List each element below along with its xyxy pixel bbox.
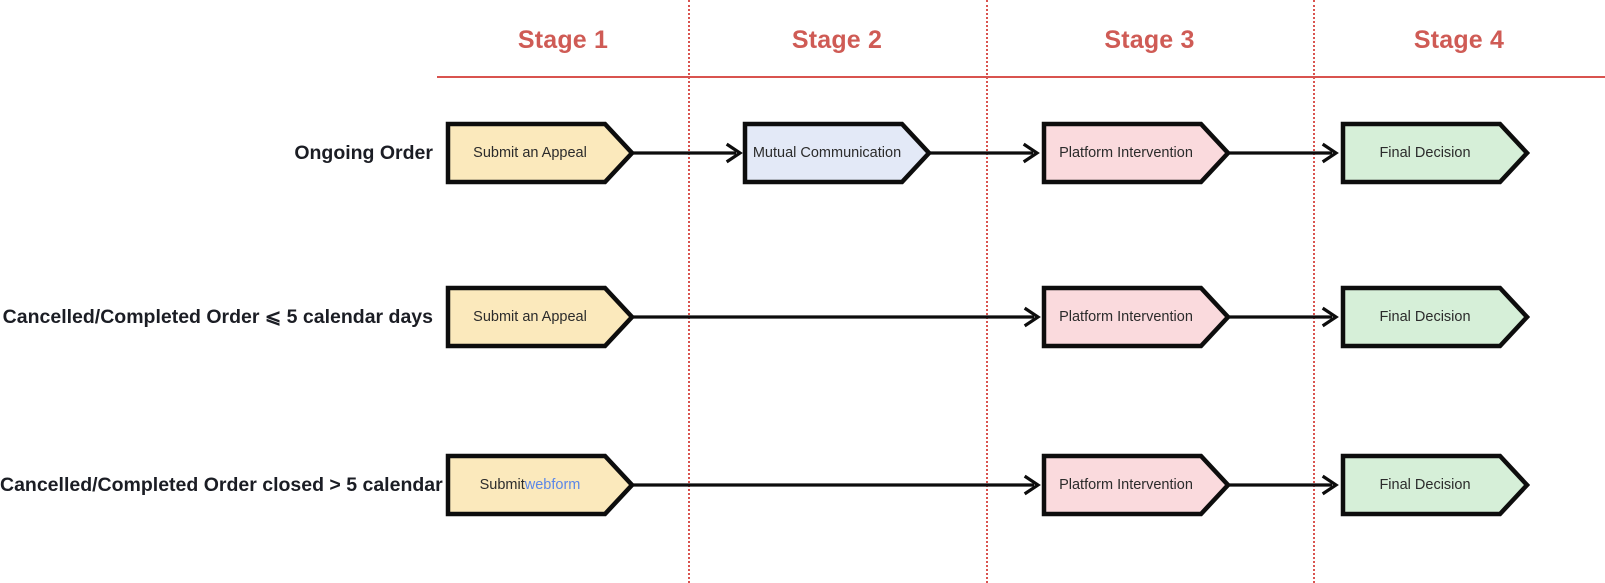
connector-row2-stage3-to-stage4	[1228, 306, 1340, 328]
stage-divider-3	[1313, 0, 1315, 583]
chevron-shape	[1340, 121, 1530, 185]
stage-header-rule	[437, 76, 1605, 78]
stage-header-3-label: Stage 3	[1104, 26, 1195, 54]
stage-header-4: Stage 4	[1313, 25, 1605, 55]
arrow-right-icon	[1228, 474, 1339, 496]
chevron-shape	[1041, 121, 1231, 185]
arrow-right-icon	[632, 306, 1041, 328]
node-row1-final-decision[interactable]: Final Decision	[1340, 121, 1530, 185]
node-row1-mutual-communication[interactable]: Mutual Communication	[742, 121, 932, 185]
chevron-shape	[1041, 453, 1231, 517]
node-row2-submit-an-appeal[interactable]: Submit an Appeal	[445, 285, 635, 349]
connector-row1-stage2-to-stage3	[929, 142, 1041, 164]
node-row3-final-decision[interactable]: Final Decision	[1340, 453, 1530, 517]
row-label-ongoing-order: Ongoing Order	[0, 141, 433, 165]
row-label-cancelled-le-5-days-text: Cancelled/Completed Order ⩽ 5 calendar d…	[2, 306, 433, 328]
arrow-right-icon	[929, 142, 1040, 164]
chevron-shape	[1340, 285, 1530, 349]
arrow-right-icon	[1228, 142, 1339, 164]
chevron-shape	[742, 121, 932, 185]
arrow-right-icon	[632, 474, 1041, 496]
connector-row2-stage1-to-stage3	[632, 306, 1042, 328]
stage-header-1-label: Stage 1	[517, 26, 609, 54]
row-label-ongoing-order-text: Ongoing Order	[294, 142, 433, 164]
stage-header-2: Stage 2	[688, 25, 986, 55]
stage-header-3: Stage 3	[986, 25, 1313, 55]
chevron-shape	[1041, 285, 1231, 349]
stage-divider-1	[688, 0, 690, 583]
stage-divider-2	[986, 0, 988, 583]
connector-row1-stage1-to-stage2	[632, 142, 744, 164]
node-row3-submit-webform[interactable]: Submit webform	[445, 453, 635, 517]
connector-row3-stage3-to-stage4	[1228, 474, 1340, 496]
stage-header-2-label: Stage 2	[791, 26, 883, 54]
arrow-right-icon	[1228, 306, 1339, 328]
chevron-shape	[445, 285, 635, 349]
connector-row3-stage1-to-stage3	[632, 474, 1042, 496]
chevron-shape	[1340, 453, 1530, 517]
row-label-cancelled-le-5-days: Cancelled/Completed Order ⩽ 5 calendar d…	[0, 305, 433, 329]
connector-row1-stage3-to-stage4	[1228, 142, 1340, 164]
node-row1-submit-an-appeal[interactable]: Submit an Appeal	[445, 121, 635, 185]
node-row1-platform-intervention[interactable]: Platform Intervention	[1041, 121, 1231, 185]
node-row3-platform-intervention[interactable]: Platform Intervention	[1041, 453, 1231, 517]
chevron-shape	[445, 121, 635, 185]
arrow-right-icon	[632, 142, 743, 164]
stage-header-4-label: Stage 4	[1413, 26, 1505, 54]
node-row2-platform-intervention[interactable]: Platform Intervention	[1041, 285, 1231, 349]
node-row2-final-decision[interactable]: Final Decision	[1340, 285, 1530, 349]
row-label-cancelled-gt-5-days: Cancelled/Completed Order closed > 5 cal…	[0, 473, 493, 497]
chevron-shape	[445, 453, 635, 517]
row-label-cancelled-gt-5-days-text: Cancelled/Completed Order closed > 5 cal…	[0, 474, 493, 496]
stage-header-1: Stage 1	[438, 25, 688, 55]
